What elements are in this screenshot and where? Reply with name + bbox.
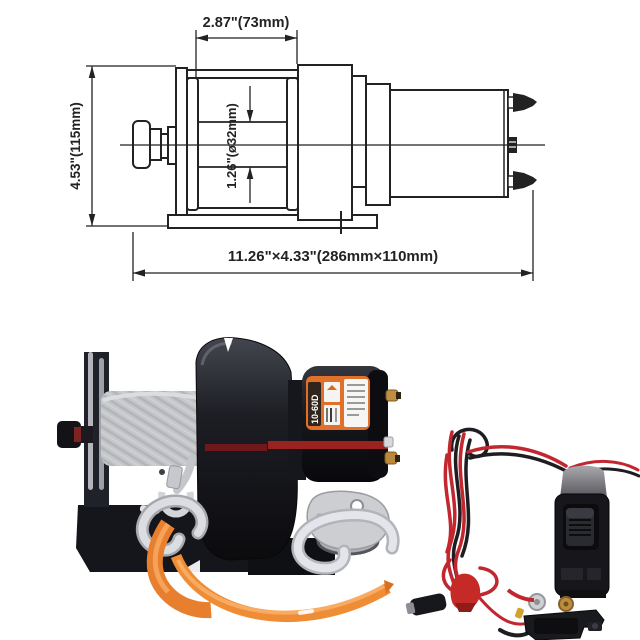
motor-red-stripe-2 xyxy=(268,441,388,449)
technical-drawing xyxy=(120,64,545,234)
wiring-harness xyxy=(441,427,640,638)
winch-clutch-knob xyxy=(57,421,93,448)
solenoid-relay xyxy=(506,588,605,640)
winch-baseplate-screw xyxy=(159,469,165,475)
winch-tie-rod-1 xyxy=(88,352,93,490)
small-hook xyxy=(135,494,209,557)
drawing-drum-left-flange xyxy=(186,77,199,211)
motor-terminal-middle xyxy=(383,436,394,448)
drawing-housing-step xyxy=(351,75,367,188)
dim-top-label: 2.87"(73mm) xyxy=(203,15,290,31)
drawing-top-tiebar xyxy=(186,69,299,79)
rocker-switch xyxy=(554,465,610,598)
drawing-bottom-tiebar xyxy=(186,207,299,216)
drawing-dimensions xyxy=(86,30,534,281)
drawing-motor xyxy=(389,89,509,198)
winch-motor: 10-60D xyxy=(205,366,401,482)
dim-core-label: 1.26"(ø32mm) xyxy=(224,103,239,189)
drawing-gear-housing xyxy=(297,64,353,221)
motor-red-stripe xyxy=(205,444,267,451)
dim-left-label: 4.53"(115mm) xyxy=(68,102,83,189)
drawing-left-bracket xyxy=(175,67,188,216)
motor-label: 10-60D xyxy=(306,376,370,430)
connector-plug xyxy=(405,593,447,616)
motor-label-text-panel xyxy=(344,379,368,427)
dim-overall-label: 11.26"×4.33"(286mm×110mm) xyxy=(228,248,438,265)
product-photo: 10-60D xyxy=(57,337,640,640)
winch-rope-drum xyxy=(101,391,205,494)
orange-strap xyxy=(146,519,394,622)
drawing-terminal-bottom xyxy=(507,171,537,190)
wire-yellow-band xyxy=(515,607,524,619)
drawing-terminal-top xyxy=(507,93,537,112)
big-hook xyxy=(291,508,400,575)
motor-label-text: 10-60D xyxy=(310,394,320,424)
red-terminal-boot xyxy=(450,573,481,612)
drawing-drum-right-flange xyxy=(286,77,299,211)
